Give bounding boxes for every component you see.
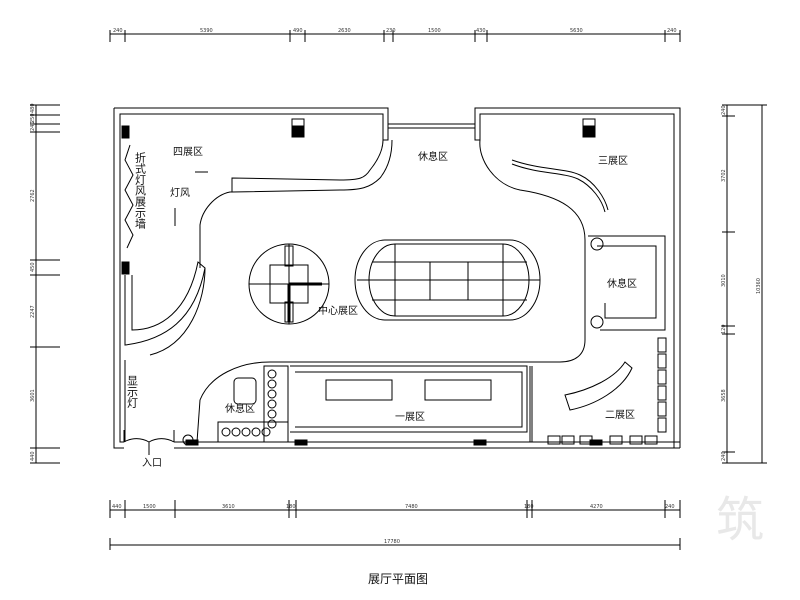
dim-bottom-5: 180 (524, 504, 534, 510)
right-dimension-texts: 240 3702 3010 120 3658 240 10360 (721, 105, 762, 461)
dim-bottom-7: 240 (665, 504, 675, 510)
top-dimension-line (110, 30, 680, 42)
zone-labels: 四展区 休息区 三展区 休息区 中心展区 一展区 二展区 休息区 入口 灯风 (142, 146, 637, 469)
rest-top-label: 休息区 (418, 150, 448, 163)
dim-bottom-total: 17780 (384, 539, 400, 545)
zone3-stand (512, 160, 608, 212)
zone2-stand (530, 338, 666, 444)
rest-area-left-sofa (183, 366, 288, 445)
zone4-label: 四展区 (173, 146, 203, 158)
dim-left-6: 3601 (30, 389, 36, 402)
center-exhibition-stands (249, 240, 540, 324)
plan-title: 展厅平面图 (368, 572, 428, 586)
dim-top-1: 5390 (200, 28, 213, 34)
dim-top-5: 1500 (428, 28, 441, 34)
dim-left-7: 440 (30, 451, 36, 461)
rest-left-label: 休息区 (225, 402, 255, 415)
top-dimension-texts: 240 5390 490 2630 230 1500 430 5630 240 (113, 28, 677, 34)
dim-left-1: 250 (30, 113, 36, 123)
dim-top-7: 5630 (570, 28, 583, 34)
zone2-label: 二展区 (605, 409, 635, 421)
rest-right-label: 休息区 (607, 277, 637, 290)
entrance-doors (124, 430, 174, 455)
dim-left-2: 240 (30, 121, 36, 131)
dim-left-4: 450 (30, 262, 36, 272)
dim-right-3: 120 (721, 324, 727, 334)
dim-right-total: 10360 (756, 278, 762, 294)
corridor-outline (150, 140, 585, 442)
dim-right-2: 3010 (721, 274, 727, 287)
dim-right-0: 240 (721, 105, 727, 115)
dim-right-1: 3702 (721, 169, 727, 182)
dim-left-3: 2762 (30, 189, 36, 202)
dim-bottom-1: 1500 (143, 504, 156, 510)
display-light-label: 显示灯 (126, 375, 139, 408)
dim-left-0: 480 (30, 103, 36, 113)
center-zone-label: 中心展区 (318, 304, 358, 317)
dim-bottom-2: 3610 (222, 504, 235, 510)
left-dimension-texts: 480 250 240 2762 450 2247 3601 440 (30, 103, 36, 461)
light-wind-label: 灯风 (170, 187, 190, 199)
dim-bottom-0: 440 (112, 504, 122, 510)
dim-bottom-4: 7480 (405, 504, 418, 510)
dim-top-2: 490 (293, 28, 303, 34)
zone1-label: 一展区 (395, 411, 425, 423)
dim-right-5: 240 (721, 451, 727, 461)
right-dimension-line (722, 105, 767, 463)
folding-wall-label: 折式灯风展示墙 (134, 151, 147, 230)
dim-top-6: 430 (476, 28, 486, 34)
bottom-dimension-line (110, 500, 680, 550)
outer-walls (114, 108, 680, 448)
dim-bottom-3: 180 (286, 504, 296, 510)
entrance-label: 入口 (142, 458, 162, 469)
dim-left-5: 2247 (30, 305, 36, 318)
zone1-stand (290, 366, 527, 432)
dim-top-3: 2630 (338, 28, 351, 34)
zone4-partition (125, 140, 392, 345)
dim-right-4: 3658 (721, 389, 727, 402)
dim-bottom-6: 4270 (590, 504, 603, 510)
bottom-dimension-texts: 440 1500 3610 180 7480 180 4270 240 1778… (112, 504, 675, 545)
dim-top-4: 230 (386, 28, 396, 34)
left-dimension-line (30, 105, 60, 463)
rest-area-right (588, 236, 665, 330)
dim-top-0: 240 (113, 28, 123, 34)
dim-top-8: 240 (667, 28, 677, 34)
zone3-label: 三展区 (598, 155, 628, 167)
watermark-logo: 筑 (715, 492, 764, 548)
